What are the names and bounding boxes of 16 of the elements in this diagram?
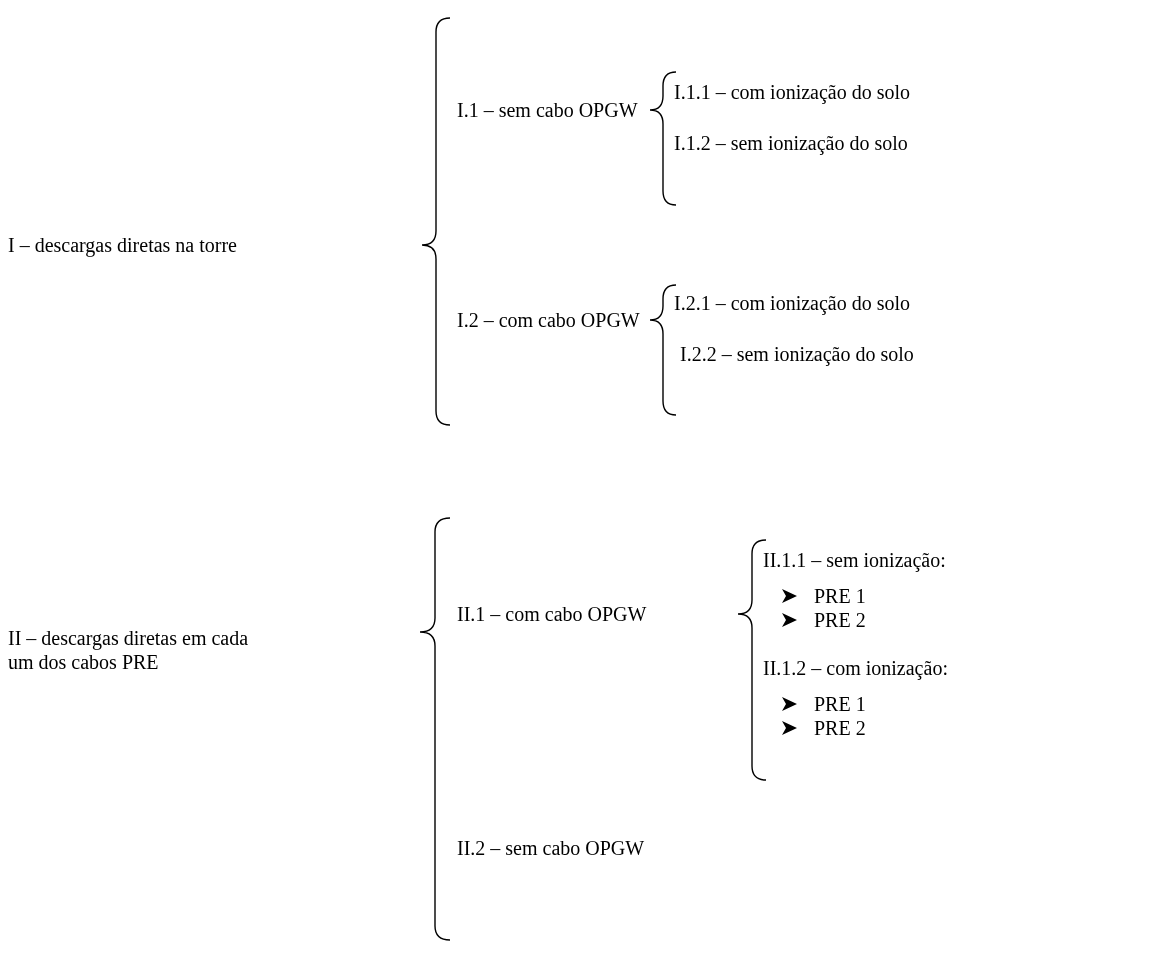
subcategory-label: II.2 – sem cabo OPGW bbox=[457, 836, 645, 860]
subcategory-label: I.2.2 – sem ionização do solo bbox=[680, 342, 914, 366]
subcategory-label: I.1.2 – sem ionização do solo bbox=[674, 131, 908, 155]
list-item: PRE 2 bbox=[814, 608, 866, 632]
category-label: I – descargas diretas na torre bbox=[8, 233, 237, 257]
subcategory-label: I.1 – sem cabo OPGW bbox=[457, 98, 638, 122]
subcategory-label: I.2 – com cabo OPGW bbox=[457, 308, 640, 332]
list-item: PRE 1 bbox=[814, 584, 866, 608]
list-item: PRE 2 bbox=[814, 716, 866, 740]
subcategory-label: I.1.1 – com ionização do solo bbox=[674, 80, 911, 104]
subcategory-label: I.2.1 – com ionização do solo bbox=[674, 291, 911, 315]
category-label: II – descargas diretas em cada um dos cabos PRE bbox=[8, 626, 250, 674]
list-item: PRE 1 bbox=[814, 692, 866, 716]
subcategory-label: II.1.1 – sem ionização: bbox=[763, 548, 946, 572]
subcategory-label: II.1 – com cabo OPGW bbox=[457, 602, 647, 626]
subcategory-label: II.1.2 – com ionização: bbox=[763, 656, 948, 680]
